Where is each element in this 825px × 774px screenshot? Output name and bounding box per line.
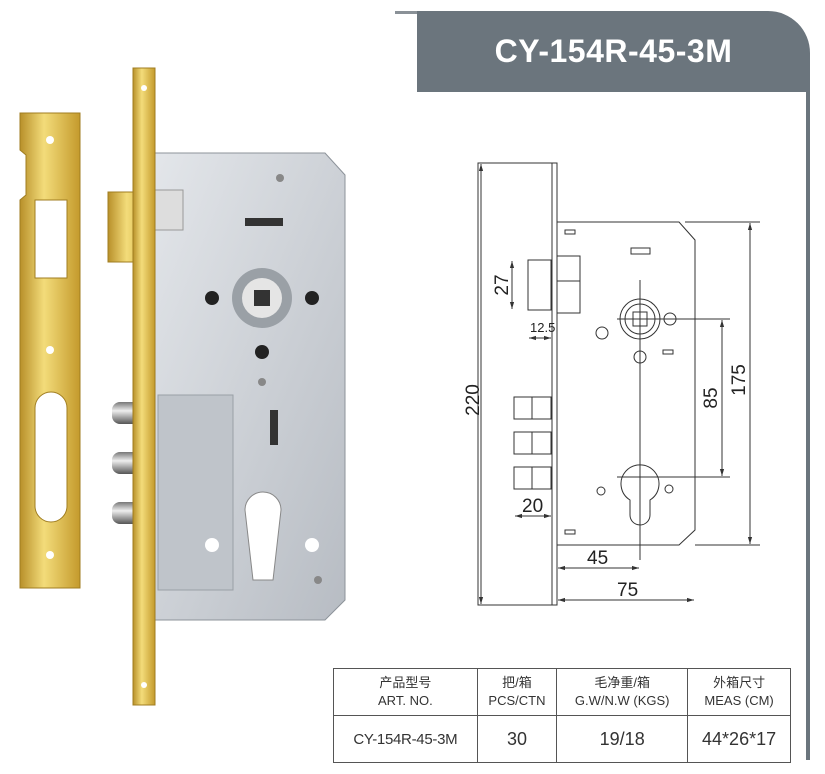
dim-27: 27 (492, 274, 513, 295)
dim-45: 45 (587, 548, 608, 569)
cell-art-no: CY-154R-45-3M (333, 715, 478, 763)
header-meas: 外箱尺寸 MEAS (CM) (687, 668, 791, 716)
header-weight: 毛净重/箱 G.W/N.W (KGS) (556, 668, 689, 716)
lock-photo (19, 67, 346, 706)
header-zh: 把/箱 (502, 675, 532, 690)
strike-plate (19, 112, 81, 589)
header-zh: 产品型号 (379, 675, 432, 690)
dim-75: 75 (617, 580, 638, 601)
faceplate-outline (477, 162, 558, 606)
table-header-row: 产品型号 ART. NO. 把/箱 PCS/CTN 毛净重/箱 G.W/N.W (KG… (333, 668, 791, 716)
model-title: CY-154R-45-3M (494, 33, 733, 69)
header-art-no: 产品型号 ART. NO. (333, 668, 478, 716)
lock-body (154, 152, 346, 621)
cell-meas: 44*26*17 (687, 715, 791, 763)
dimension-lines (478, 164, 753, 604)
dim-20: 20 (522, 496, 543, 517)
packing-table: 产品型号 ART. NO. 把/箱 PCS/CTN 毛净重/箱 G.W/N.W (KG… (333, 668, 791, 763)
header-rule (395, 11, 425, 14)
header-en: ART. NO. (378, 693, 433, 708)
header-pcs-ctn: 把/箱 PCS/CTN (476, 668, 558, 716)
dim-220: 220 (463, 384, 484, 416)
header-en: PCS/CTN (488, 693, 546, 708)
dimension-drawing: 220 27 12.5 20 45 75 85 175 (463, 162, 760, 606)
cell-pcs-ctn: 30 (476, 715, 558, 763)
body-outline (513, 221, 760, 560)
header-en: G.W/N.W (KGS) (574, 693, 670, 708)
header-en: MEAS (CM) (704, 693, 774, 708)
dim-175: 175 (729, 364, 750, 396)
header-side-rule (806, 60, 810, 760)
table-row: CY-154R-45-3M 30 19/18 44*26*17 (333, 715, 791, 763)
dim-85: 85 (701, 387, 722, 408)
cell-weight: 19/18 (556, 715, 689, 763)
faceplate (132, 67, 156, 706)
header-zh: 毛净重/箱 (594, 675, 650, 690)
dim-12-5: 12.5 (530, 320, 555, 335)
header-zh: 外箱尺寸 (713, 675, 766, 690)
model-title-banner: CY-154R-45-3M (417, 11, 810, 92)
